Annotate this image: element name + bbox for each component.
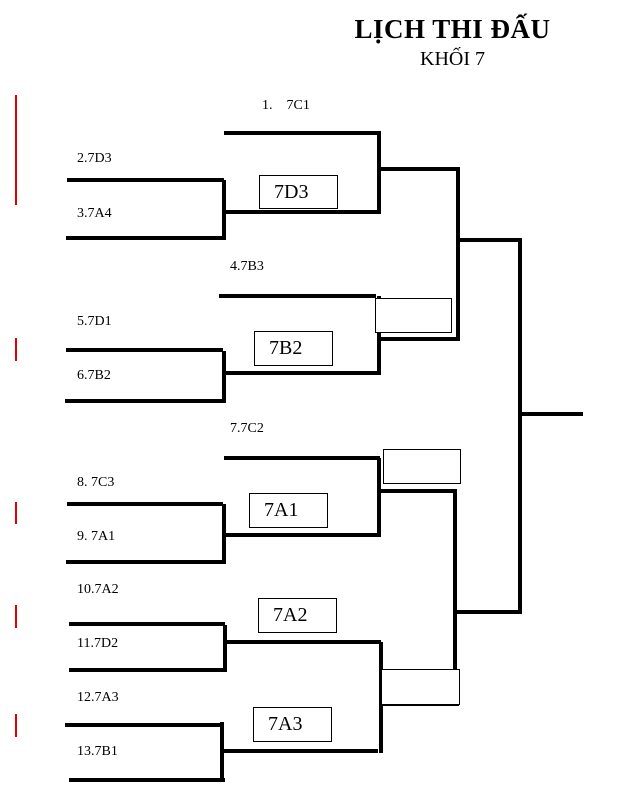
bracket-line bbox=[65, 723, 221, 727]
bracket-line bbox=[66, 348, 223, 352]
bracket-line bbox=[377, 167, 456, 171]
bracket-line bbox=[377, 489, 457, 493]
bracket-line bbox=[377, 458, 381, 537]
winner-box[interactable] bbox=[375, 298, 452, 333]
bracket-line bbox=[65, 399, 222, 403]
marker-line bbox=[15, 502, 17, 524]
team-label: 12.7A3 bbox=[77, 690, 119, 705]
marker-line bbox=[15, 95, 17, 205]
team-label: 3.7A4 bbox=[77, 206, 112, 221]
team-label: 5.7D1 bbox=[77, 314, 112, 329]
winner-box[interactable]: 7A1 bbox=[249, 493, 328, 528]
team-label: 11.7D2 bbox=[77, 636, 119, 651]
team-label: 4.7B3 bbox=[230, 259, 264, 274]
bracket-line bbox=[66, 560, 223, 564]
bracket-line bbox=[224, 131, 381, 135]
bracket-line bbox=[224, 456, 380, 460]
marker-line bbox=[15, 714, 17, 737]
winner-box[interactable] bbox=[381, 669, 460, 705]
bracket-line bbox=[224, 210, 381, 214]
team-label: 9. 7A1 bbox=[77, 529, 116, 544]
bracket-line bbox=[69, 668, 225, 672]
bracket-line bbox=[67, 178, 224, 182]
marker-line bbox=[15, 605, 17, 628]
bracket-line bbox=[377, 337, 457, 341]
bracket-line bbox=[518, 242, 522, 614]
page-subtitle: KHỐI 7 bbox=[420, 48, 485, 70]
bracket-line bbox=[69, 622, 225, 626]
winner-box[interactable]: 7B2 bbox=[254, 331, 333, 366]
bracket-line bbox=[458, 238, 522, 242]
bracket-line bbox=[456, 167, 460, 341]
team-label: 13.7B1 bbox=[77, 744, 118, 759]
page-title: LỊCH THI ĐẤU bbox=[354, 14, 551, 44]
bracket-line bbox=[222, 351, 226, 403]
bracket-line bbox=[67, 502, 223, 506]
marker-line bbox=[15, 338, 17, 361]
bracket-line bbox=[222, 749, 378, 753]
bracket-line bbox=[455, 610, 520, 614]
bracket-line bbox=[66, 236, 223, 240]
team-label: 10.7A2 bbox=[77, 582, 119, 597]
team-label: 6.7B2 bbox=[77, 368, 111, 383]
team-label: 1. 7C1 bbox=[262, 98, 310, 113]
winner-box[interactable]: 7D3 bbox=[259, 175, 338, 209]
bracket-line bbox=[377, 296, 381, 375]
winner-box[interactable] bbox=[383, 449, 461, 484]
winner-box[interactable]: 7A3 bbox=[253, 707, 332, 742]
team-label: 2.7D3 bbox=[77, 151, 112, 166]
bracket-line bbox=[219, 294, 376, 298]
bracket-line bbox=[377, 133, 381, 214]
bracket-line bbox=[224, 533, 380, 537]
winner-box[interactable]: 7A2 bbox=[258, 598, 337, 633]
team-label: 8. 7C3 bbox=[77, 475, 115, 490]
bracket-line bbox=[224, 371, 379, 375]
bracket-line bbox=[520, 412, 583, 416]
bracket-line bbox=[453, 489, 457, 670]
bracket-line bbox=[223, 625, 227, 672]
team-label: 7.7C2 bbox=[230, 421, 264, 436]
bracket-line bbox=[69, 778, 225, 782]
bracket-line bbox=[225, 640, 381, 644]
